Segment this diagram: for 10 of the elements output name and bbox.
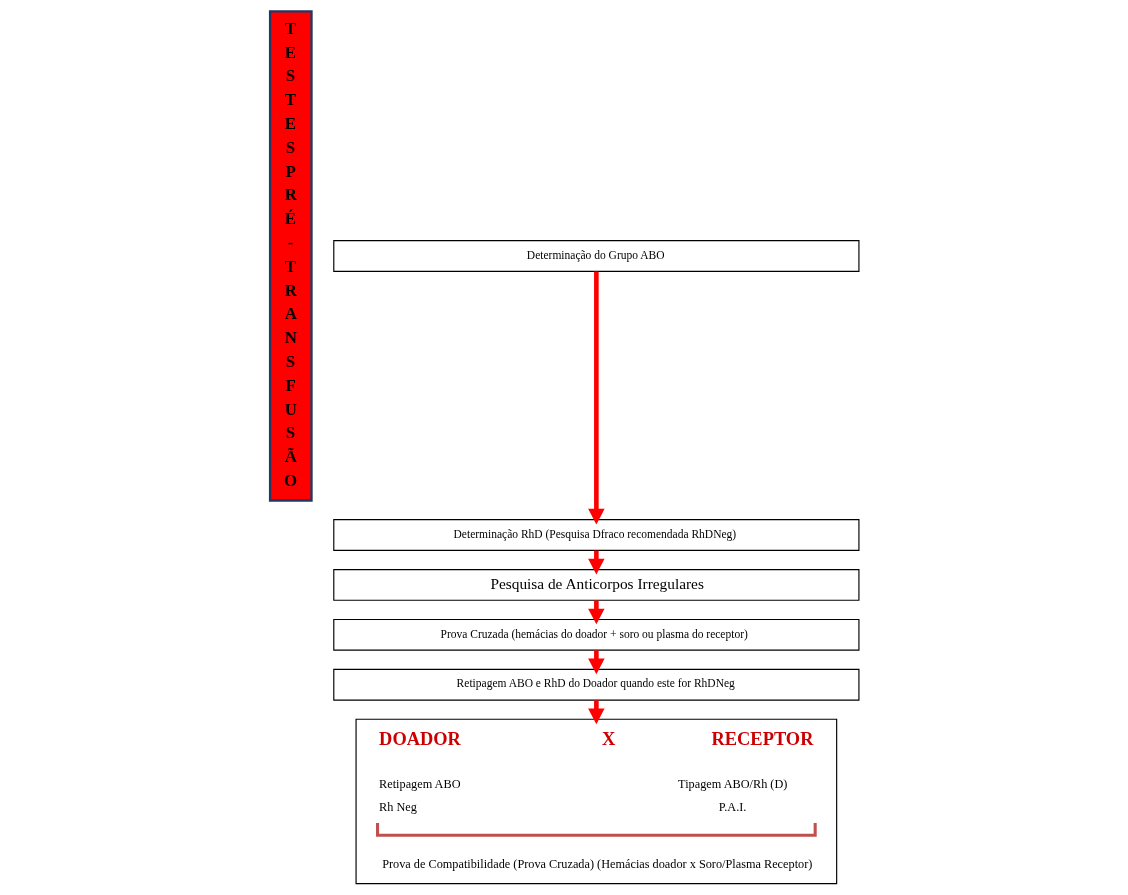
node-box: Pesquisa de Anticorpos Irregulares (332, 569, 859, 601)
node-box: DOADOR X RECEPTOR Retipagem ABO Tipagem ABO/Rh (D) Rh Neg P.A.I. Prova de Compatibilidade (Prova Cruzada) (Hemácias doador x Soro/Plasma Receptor) (355, 718, 837, 885)
node-box: Determinação RhD (Pesquisa Dfraco recomendada RhDNeg) (332, 519, 859, 551)
node-box: Determinação do Grupo ABO (332, 240, 859, 272)
node-box: Prova Cruzada (hemácias do doador + soro ou plasma do receptor) (332, 618, 859, 651)
arrow (587, 271, 605, 525)
arrow (587, 650, 605, 675)
node-box: TESTESPRÉ-TRANSFUSÃO (268, 10, 313, 502)
arrow (587, 600, 605, 625)
node-box: Retipagem ABO e RhD do Doador quando este for RhDNeg (332, 668, 859, 701)
